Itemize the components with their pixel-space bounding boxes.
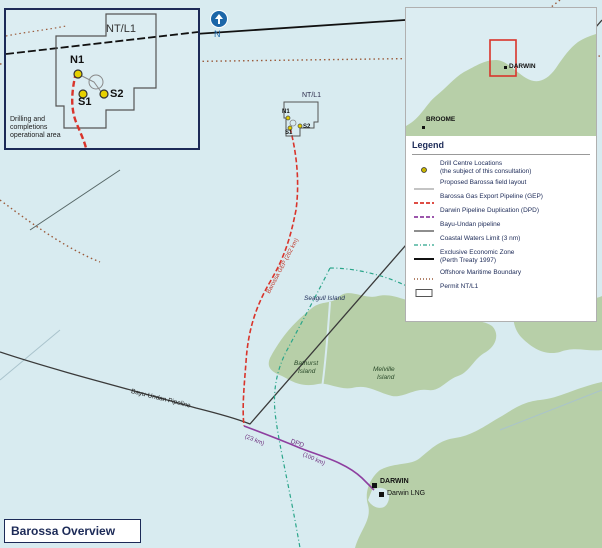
- s2-label: S2: [303, 124, 311, 130]
- n1-label: N1: [282, 109, 290, 115]
- locator-map: [406, 8, 596, 136]
- legend-key-drill-centre-icon: [414, 161, 434, 173]
- north-arrow-icon: [210, 10, 228, 28]
- legend-title: Legend: [412, 140, 445, 150]
- inset-s1-label: S1: [78, 96, 92, 108]
- bathurst-label-2: Island: [298, 368, 316, 375]
- melville-label-1: Melville: [373, 366, 395, 373]
- bayu-undan-pipeline: [0, 19, 602, 425]
- legend-item-sublabel: (the subject of this consultation): [440, 168, 532, 175]
- locator-darwin-marker: [504, 66, 507, 69]
- inset-drill-centre-s1: [78, 89, 88, 99]
- locator-broome-marker: [422, 126, 425, 129]
- inset-drill-centre-n1: [73, 69, 83, 79]
- legend-key-solid-black-icon: [414, 250, 434, 260]
- legend-key-dot-brown-icon: [414, 270, 434, 280]
- darwin-marker: [372, 483, 377, 488]
- melville-label-2: Island: [377, 374, 395, 381]
- darwin-lng-label: Darwin LNG: [387, 490, 426, 497]
- drill-centre-n1: [285, 115, 291, 121]
- legend-item-label: Proposed Barossa field layout: [440, 179, 527, 186]
- legend-item-label: Barossa Gas Export Pipeline (GEP): [440, 193, 543, 200]
- inset-map: [6, 13, 198, 148]
- legend-item-label: Coastal Waters Limit (3 nm): [440, 235, 521, 242]
- s1-label: S1: [285, 130, 293, 136]
- inset-n1-label: N1: [70, 54, 85, 66]
- locator-darwin-label: DARWIN: [509, 63, 536, 70]
- inset-s2-label: S2: [110, 88, 124, 100]
- bathurst-label-1: Bathurst: [294, 360, 319, 367]
- darwin-label: DARWIN: [380, 478, 409, 485]
- inset-permit-label: NT/L1: [106, 23, 136, 35]
- legend-key-thin-line-icon: [414, 180, 434, 190]
- permit-label: NT/L1: [302, 92, 322, 99]
- legend-item-sublabel: (Perth Treaty 1997): [440, 257, 496, 264]
- barossa-gep: [242, 127, 299, 427]
- inset-area-label-1: Drilling and: [10, 116, 46, 123]
- inset-area-label-2: completions: [10, 124, 48, 131]
- drill-centre-s2: [297, 123, 303, 129]
- inset-area-label-3: operational area: [10, 132, 61, 139]
- legend-key-dash-teal-icon: [414, 236, 434, 246]
- legend-item-label: Drill Centre Locations: [440, 160, 503, 167]
- legend-item-label: Offshore Maritime Boundary: [440, 269, 522, 276]
- map-title: Barossa Overview: [11, 524, 116, 538]
- legend-item-label: Permit NT/L1: [440, 283, 479, 290]
- darwin-pipeline-duplication: [243, 425, 375, 491]
- legend-key-dash-red-icon: [414, 194, 434, 204]
- darwin-lng-marker: [379, 492, 384, 497]
- inset-drill-centre-s2: [99, 89, 109, 99]
- legend-item-label: Darwin Pipeline Duplication (DPD): [440, 207, 539, 214]
- legend-item-label: Exclusive Economic Zone: [440, 249, 515, 256]
- apsley-strait: [321, 301, 331, 389]
- field-layout-inset: NT/L1 N1 S1 S2 Drilling and completions …: [4, 8, 200, 150]
- mainland: [355, 382, 602, 548]
- map-title-box: Barossa Overview: [4, 519, 141, 543]
- locator-broome-label: BROOME: [426, 116, 456, 123]
- legend-divider: [412, 154, 590, 155]
- legend-key-box-icon: [414, 284, 434, 297]
- north-label: N: [214, 29, 221, 39]
- legend-item-label: Bayu-Undan pipeline: [440, 221, 501, 228]
- seagull-island-label: Seagull Island: [304, 295, 345, 302]
- legend-key-solid-gray-icon: [414, 222, 434, 232]
- legend-panel: DARWIN BROOME Legend Drill Centre Locati…: [405, 7, 597, 322]
- legend-key-dash-purple-icon: [414, 208, 434, 218]
- drill-centre-s1: [287, 125, 293, 131]
